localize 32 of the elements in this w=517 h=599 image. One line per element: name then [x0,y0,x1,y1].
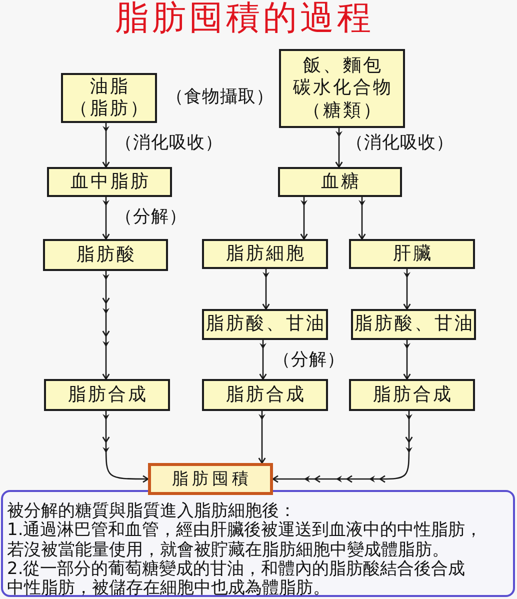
arrow [335,128,343,167]
arrow [273,411,413,483]
note-heading: 被分解的糖質與脂質進入脂肪細胞後： [7,502,296,521]
process-box: 飯、麵包碳水化合物（糖類） [279,49,405,128]
process-box: 血糖 [278,167,402,197]
title: 脂肪囤積的過程 [114,0,374,36]
arrow [102,411,148,483]
result-box: 脂肪囤積 [148,463,273,495]
arrow [102,197,110,239]
arrow [403,340,411,379]
note-text: 1.通過淋巴管和血管，經由肝臟後被運送到血液中的中性脂肪，若沒被當能量使用，就會被貯藏在脂肪細胞中變成體脂肪。 [7,521,482,560]
arrow [258,411,266,463]
arrow [262,269,270,309]
process-box: 脂肪合成 [349,379,475,411]
note-box [1,490,515,597]
arrow [259,340,267,379]
process-box: 脂肪酸 [43,239,168,271]
process-box: 脂肪細胞 [202,239,328,269]
process-box: 肝臟 [349,239,475,269]
process-box: 脂肪合成 [44,379,170,411]
process-box: 脂肪合成 [202,379,328,411]
process-box: 血中脂肪 [47,167,172,197]
annotation-text: （食物攝取） [166,87,274,107]
arrow [358,197,366,239]
arrow [300,197,308,239]
arrow [403,269,411,309]
process-box: 脂肪酸、甘油 [202,309,328,340]
arrow [102,271,110,379]
process-box: 脂肪酸、甘油 [351,309,476,340]
arrow [102,123,110,167]
note-text: 2.從一部分的葡萄糖變成的甘油，和體內的脂肪酸結合後合成中性脂肪，被儲存在細胞中也成為體脂肪。 [7,560,466,598]
process-box: 油脂（脂肪） [61,73,157,123]
